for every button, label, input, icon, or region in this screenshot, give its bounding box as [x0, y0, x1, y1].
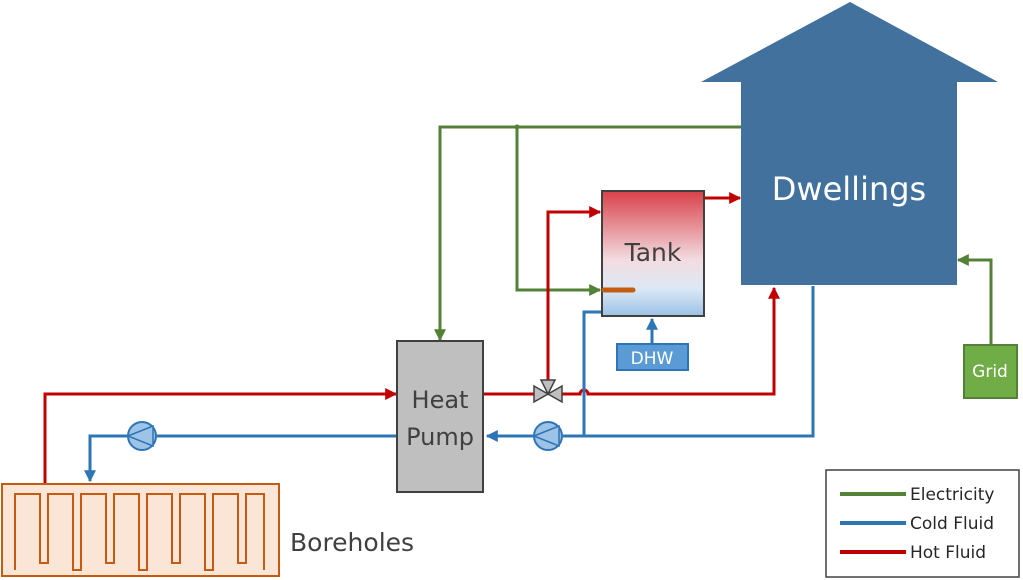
dhw-label: DHW [631, 349, 674, 369]
heat-pump: Heat Pump [396, 340, 484, 493]
hot-valve-to-tank [546, 206, 602, 382]
tank-body [601, 190, 705, 317]
legend: Electricity Cold Fluid Hot Fluid [825, 469, 1020, 578]
electricity-grid-to-dwellings [956, 254, 993, 345]
cold-tank-return [582, 310, 601, 436]
pump-right-triangle [531, 424, 560, 448]
borehole-loop-pipe [14, 493, 265, 571]
legend-label-hot-fluid: Hot Fluid [910, 543, 986, 563]
grid-label: Grid [972, 362, 1008, 382]
hot-boreholes-to-heat-pump [43, 388, 398, 484]
electricity-to-heat-pump [434, 125, 741, 342]
legend-label-cold-fluid: Cold Fluid [910, 514, 994, 534]
tank: Tank [601, 190, 705, 317]
tank-label: Tank [624, 238, 682, 267]
pump-left-triangle [125, 424, 154, 448]
boreholes-label: Boreholes [290, 528, 414, 557]
junction-dot [514, 124, 520, 130]
circulation-pump-right [531, 421, 563, 451]
grid-box: Grid [963, 344, 1018, 399]
heat-pump-label-line2: Pump [406, 423, 474, 451]
boreholes: Boreholes [1, 483, 414, 577]
house-roof [701, 2, 998, 82]
heat-pump-box [396, 340, 484, 493]
cold-dwellings-return [563, 286, 815, 438]
house-body [741, 82, 957, 285]
dwellings-house: Dwellings [701, 2, 998, 285]
circulation-pump-left [125, 421, 157, 451]
electricity-lines [434, 125, 993, 345]
dhw-rect [616, 343, 689, 371]
dwellings-label: Dwellings [772, 170, 926, 208]
cold-to-boreholes [84, 434, 127, 483]
three-way-valve-icon [533, 379, 563, 404]
grid-rect [963, 344, 1018, 399]
cold-fluid-lines [84, 286, 815, 483]
electricity-to-tank-heater [515, 127, 602, 296]
legend-label-electricity: Electricity [910, 485, 994, 505]
dhw-box: DHW [616, 343, 689, 371]
heat-pump-label-line1: Heat [412, 386, 469, 414]
